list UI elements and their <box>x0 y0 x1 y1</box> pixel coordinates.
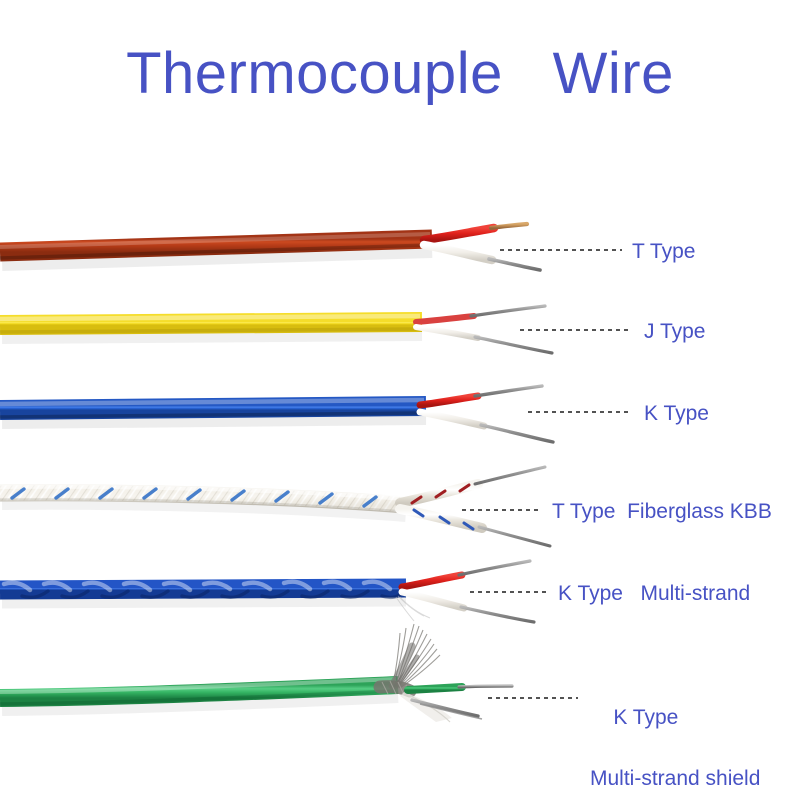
wire-t-type-fiberglass <box>0 465 552 548</box>
label-t-type-fiberglass: T Type Fiberglass KBB <box>552 500 772 523</box>
wire-k-type <box>0 384 555 444</box>
wire-t-type <box>0 221 542 272</box>
label-k-type: K Type <box>644 402 709 425</box>
wire-k-type-multistrand <box>0 559 536 624</box>
label-k-type-multistrand-shield-line1: K Type <box>613 706 679 730</box>
page-title: Thermocouple Wire <box>126 41 674 106</box>
label-k-type-multistrand-shield-line2: Multi-strand shield <box>590 767 761 791</box>
label-k-type-multistrand-shield: K Type Multi-strand shield <box>590 673 760 800</box>
wire-k-type-multistrand-shield <box>0 623 514 723</box>
label-t-type: T Type <box>632 240 696 263</box>
label-j-type: J Type <box>644 320 706 343</box>
wire-j-type <box>0 304 554 355</box>
leader-lines <box>462 249 632 699</box>
label-k-type-multistrand: K Type Multi-strand <box>558 582 751 605</box>
